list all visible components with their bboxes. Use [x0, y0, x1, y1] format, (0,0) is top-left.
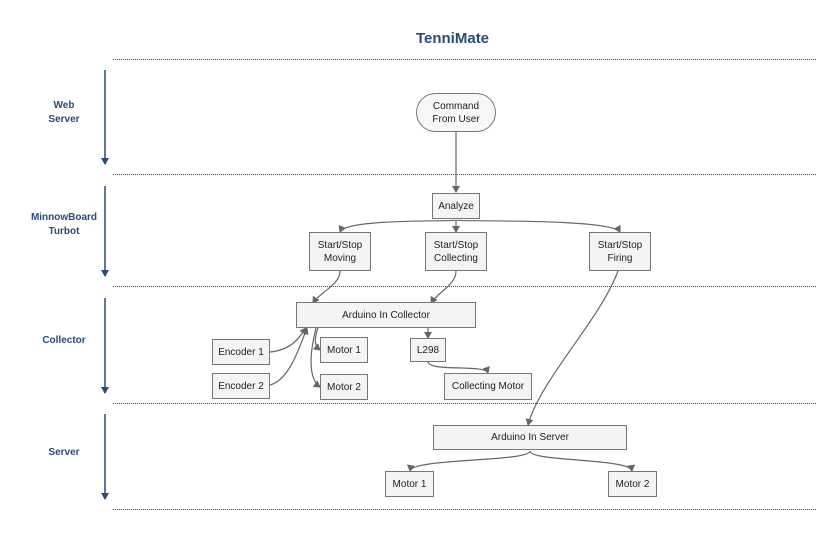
edge-analyze-moving — [338, 219, 457, 233]
edge-server-motor2 — [529, 450, 635, 472]
lane-separator — [113, 286, 816, 287]
node-encoder-2[interactable]: Encoder 2 — [212, 373, 270, 399]
node-encoder-1[interactable]: Encoder 1 — [212, 339, 270, 365]
node-collecting-motor[interactable]: Collecting Motor — [444, 373, 532, 400]
node-start-stop-collecting[interactable]: Start/Stop Collecting — [425, 232, 487, 271]
node-analyze[interactable]: Analyze — [432, 193, 480, 219]
edge-firing-server — [525, 270, 619, 426]
edge-moving-arduino — [312, 270, 341, 304]
edge-server-motor1 — [407, 450, 531, 472]
edge-encoder2-arduino — [269, 327, 309, 386]
node-motor-1-server[interactable]: Motor 1 — [385, 471, 434, 497]
edge-arduino-motor2 — [310, 327, 321, 388]
node-l298[interactable]: L298 — [410, 338, 446, 362]
lane-label-web-server: Web Server — [48, 100, 80, 125]
edge-analyze-firing — [455, 219, 621, 233]
node-command-from-user[interactable]: Command From User — [416, 93, 496, 132]
node-start-stop-firing[interactable]: Start/Stop Firing — [589, 232, 651, 271]
diagram-title: TenniMate — [415, 30, 490, 47]
lane-separator — [113, 403, 816, 404]
lane-label-minnowboard: MinnowBoard Turbot — [30, 212, 98, 237]
edge-collecting-arduino — [430, 270, 457, 304]
edge-l298-motor — [427, 361, 490, 374]
node-motor-2-collector[interactable]: Motor 2 — [320, 374, 368, 400]
edge-arduino-motor1 — [312, 327, 321, 351]
node-motor-1-collector[interactable]: Motor 1 — [320, 337, 368, 363]
lane-separator — [113, 174, 816, 175]
lane-label-collector: Collector — [42, 335, 86, 346]
lane-separator — [113, 59, 816, 60]
node-arduino-in-collector[interactable]: Arduino In Collector — [296, 302, 476, 328]
node-arduino-in-server[interactable]: Arduino In Server — [433, 425, 627, 450]
lane-separator — [113, 509, 816, 510]
node-start-stop-moving[interactable]: Start/Stop Moving — [309, 232, 371, 271]
edge-encoder1-arduino — [269, 327, 307, 353]
lane-label-server: Server — [48, 447, 80, 458]
node-motor-2-server[interactable]: Motor 2 — [608, 471, 657, 497]
